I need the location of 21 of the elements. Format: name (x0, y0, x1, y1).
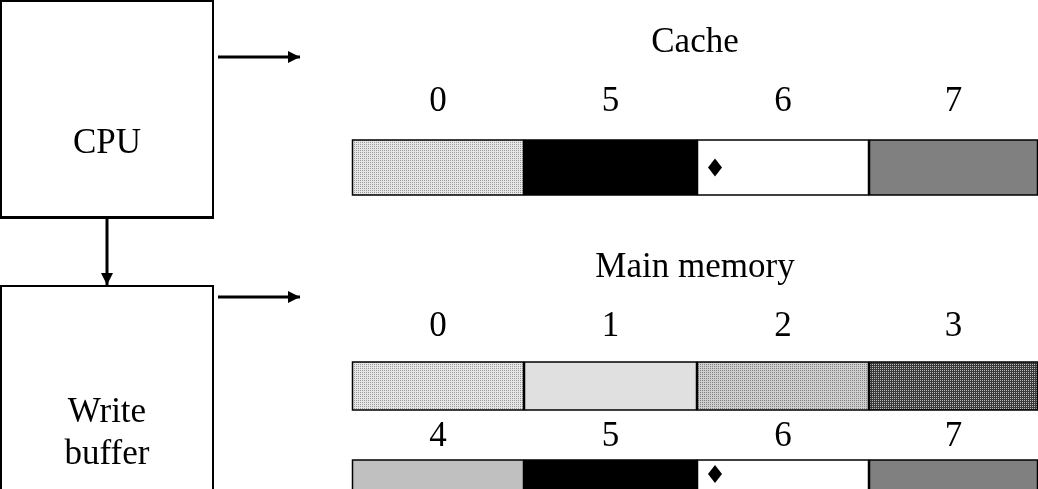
block-number: 2 (773, 307, 793, 342)
box-label: CPU (71, 121, 143, 163)
row-title: Main memory (594, 245, 796, 287)
block-number: 0 (428, 82, 448, 117)
arrow (218, 291, 300, 303)
buffer-box (0, 285, 214, 489)
processor-box (0, 0, 214, 219)
block-number: 7 (943, 417, 964, 452)
row-title: Cache (650, 20, 740, 62)
block-number: 6 (773, 417, 793, 452)
block-number: 5 (600, 82, 621, 117)
block-number: 1 (600, 307, 621, 342)
block-number: 7 (943, 82, 964, 117)
block-number: 5 (600, 417, 621, 452)
block-number: 0 (428, 307, 448, 342)
box-label: Write buffer (63, 390, 151, 474)
arrow (218, 51, 300, 63)
block-number: 3 (943, 307, 964, 342)
arrow (101, 219, 113, 285)
block-number: 4 (428, 417, 448, 452)
block-number: 6 (773, 82, 793, 117)
